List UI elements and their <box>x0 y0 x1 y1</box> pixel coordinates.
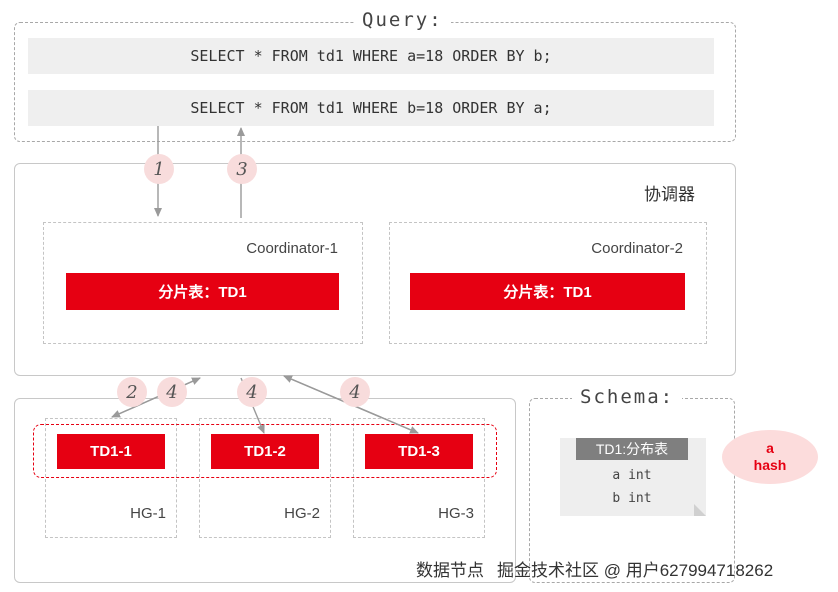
step-badge-2: 2 <box>117 377 147 407</box>
coordinator-region <box>14 163 736 376</box>
coordinator-2-label: Coordinator-2 <box>591 240 683 257</box>
coordinator-1-label: Coordinator-1 <box>246 240 338 257</box>
hg-2-box <box>199 418 331 538</box>
schema-card-fold <box>694 504 706 516</box>
sql-statement-1: SELECT * FROM td1 WHERE a=18 ORDER BY b; <box>28 38 714 74</box>
schema-column-b: b int <box>612 490 652 506</box>
hg-1-box <box>45 418 177 538</box>
schema-column-a: a int <box>612 467 652 483</box>
hg-3-label: HG-3 <box>438 505 474 522</box>
shard-td1-2: TD1-2 <box>211 434 319 469</box>
distribution-method: hash <box>753 457 787 473</box>
step-badge-4-a: 4 <box>157 377 187 407</box>
step-badge-1: 1 <box>144 154 174 184</box>
shard-group-outline <box>33 424 497 478</box>
step-badge-4-b: 4 <box>237 377 267 407</box>
query-title: Query: <box>354 9 451 31</box>
step-badge-3: 3 <box>227 154 257 184</box>
schema-table-header: TD1:分布表 <box>576 438 688 460</box>
coordinator-region-label: 协调器 <box>644 185 695 204</box>
step-badge-4-c: 4 <box>340 377 370 407</box>
data-node-region-label: 数据节点 <box>416 561 484 580</box>
coordinator-1-box <box>43 222 363 344</box>
schema-title: Schema: <box>572 386 683 408</box>
hg-2-label: HG-2 <box>284 505 320 522</box>
data-node-region <box>14 398 516 583</box>
coordinator-1-shard-table: 分片表：TD1 <box>66 273 339 310</box>
hg-1-label: HG-1 <box>130 505 166 522</box>
distribution-key-bubble: a hash <box>722 430 818 484</box>
coordinator-2-box <box>389 222 707 344</box>
hg-3-box <box>353 418 485 538</box>
sql-statement-2: SELECT * FROM td1 WHERE b=18 ORDER BY a; <box>28 90 714 126</box>
distribution-column: a <box>766 439 774 456</box>
shard-td1-1: TD1-1 <box>57 434 165 469</box>
coordinator-2-shard-table: 分片表：TD1 <box>410 273 685 310</box>
watermark: 掘金技术社区 @ 用户627994718262 <box>497 561 774 580</box>
shard-td1-3: TD1-3 <box>365 434 473 469</box>
